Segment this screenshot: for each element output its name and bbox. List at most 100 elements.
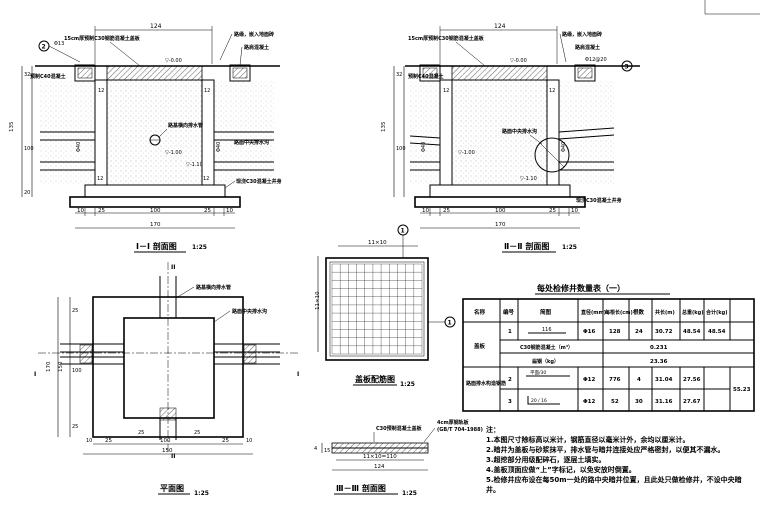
s2-dim-100: 100 [495, 208, 506, 214]
s2-pipe-phi2: Φ40 [561, 142, 567, 152]
s1-level-bot: ▽-1.10 [186, 162, 203, 168]
s1-label-road-block: 路肩混凝土 [244, 44, 269, 51]
plan-dim-10b: 10 [246, 438, 252, 444]
s1-level-mid: ▽-1.00 [165, 150, 182, 156]
s2-dim-32: 32 [396, 72, 402, 78]
table-h-no: 编号 [503, 308, 515, 316]
s2-level-top: ▽-0.00 [510, 58, 527, 64]
plan-dim-100: 100 [160, 438, 171, 444]
table-r1-sketch: 116 [542, 327, 552, 333]
plan-title: 平面图 [160, 484, 184, 493]
s2-label-cover: 15cm厚预制C30钢筋混凝土盖板 [408, 35, 485, 42]
s1-pipe-phi2: Φ40 [216, 142, 222, 152]
s2-level-mid: ▽-1.00 [458, 150, 475, 156]
plan-roman-right: I [297, 371, 299, 378]
cover-dim-left: 11×10 [315, 291, 321, 310]
s2-callout-number: 3 [625, 64, 629, 71]
s2-label-road-block: 路肩混凝土 [575, 44, 600, 51]
s3-dim-left2: 15 [324, 448, 330, 454]
s1-label-c40: 预制C40混凝土 [30, 73, 66, 80]
note-2: 2.暗井为盖板与砂浆抹平，排水管与暗井连接处应严格密封，以便其不漏水。 [486, 446, 725, 454]
s1-label-base: 现浇C30混凝土井身 [236, 178, 282, 185]
table-r3-dia: Φ12 [583, 399, 596, 405]
s2-dim-10a: 10 [422, 208, 429, 214]
notes-header: 注： [486, 426, 500, 434]
table-r3-weight: 27.67 [683, 399, 701, 405]
s2-dim-25a: 25 [443, 208, 450, 214]
s3-dim-left1: 4 [314, 446, 317, 452]
plan-label-center-drain: 路面中央排水沟 [232, 308, 267, 315]
s2-dim-12a: 12 [443, 88, 449, 94]
s3-dim-inner: 11×10=110 [363, 454, 397, 460]
plan-dim-25c: 25 [138, 430, 144, 436]
plan-dim-25a: 25 [105, 438, 112, 444]
table-r2-count: 4 [637, 377, 641, 383]
plan-dim-25v1: 25 [72, 308, 78, 314]
table-concrete-value: 0.231 [650, 345, 668, 351]
table-steel-label: 扁钢（kg） [531, 358, 559, 365]
plan-label-drain-pipe: 路基横向排水管 [196, 284, 231, 291]
s1-phi13: Φ13 [54, 41, 64, 47]
s1-dim-12b: 12 [204, 88, 210, 94]
table-group-drain: 路面排水构造钢筋 [466, 380, 506, 387]
table-r2-dia: Φ12 [583, 377, 596, 383]
s2-label-center-drain: 路面中央排水沟 [502, 128, 537, 135]
table-r3-count: 30 [635, 399, 643, 405]
s3-spec1: 4cm厚钢轨板 [437, 419, 470, 426]
quantity-table: 每处检修井数量表（一） 名称 编号 简图 直径(mm) 每根 [462, 283, 755, 412]
cover-title: 盖板配筋图 [355, 374, 395, 384]
table-r2-weight: 27.56 [683, 377, 701, 383]
s1-label-curb: 路缘，嵌入地面砖 [234, 31, 274, 38]
s3-dim-outer: 124 [374, 464, 385, 470]
note-3: 3.超挖部分用级配碎石，逐层土填实。 [486, 456, 606, 464]
s2-dim-top: 124 [494, 23, 506, 30]
s1-dim-32: 32 [24, 72, 30, 78]
table-r1-len: 128 [609, 329, 621, 335]
s1-level-top: ▽-0.00 [165, 58, 182, 64]
s1-dim-10a: 10 [77, 208, 84, 214]
note-5: 5.检修井应布设在每50m一处的路中央暗井位置，且此处只做检修井，不设中央暗井。 [486, 476, 742, 494]
table-h-dia: 直径(mm) [581, 309, 606, 316]
table-steel-value: 23.36 [650, 359, 668, 365]
plan-drawing: II II I I 25 100 25 150 10 10 25 25 [34, 262, 300, 460]
table-r3-len: 52 [611, 399, 619, 405]
table-r1-total: 30.72 [655, 329, 673, 335]
s1-label-cover: 15cm厚预制C30钢筋混凝土盖板 [64, 35, 141, 42]
s1-dim-top: 124 [150, 23, 162, 30]
s1-label-center-drain: 路面中央排水沟 [234, 139, 269, 146]
plan-dim-100v: 100 [72, 368, 82, 374]
s1-pipe-phi: Φ40 [76, 142, 82, 152]
s1-dim-100: 100 [150, 208, 161, 214]
table-r1-count: 24 [635, 329, 643, 335]
table-r2-sum: 55.23 [733, 387, 751, 393]
s1-dim-20: 20 [24, 190, 30, 196]
s3-scale: 1:25 [402, 490, 417, 497]
cover-scale: 1:25 [400, 381, 415, 388]
table-concrete-label: C30钢筋混凝土（m³） [520, 344, 573, 351]
table-h-sum: 合计(kg) [705, 309, 727, 316]
plan-dim-150: 150 [162, 448, 173, 454]
s1-dim-170: 170 [150, 222, 161, 228]
s1-dim-25a: 25 [98, 208, 105, 214]
s2-dim-12b: 12 [549, 88, 555, 94]
section-2-drawing: 124 10 25 100 25 10 170 [381, 23, 640, 229]
s2-dim-170: 170 [495, 222, 506, 228]
table-r3-sketch: 20 / 16 [531, 398, 547, 404]
table-h-name: 名称 [474, 308, 486, 316]
s3-title: Ⅲ－Ⅲ 剖面图 [336, 483, 386, 493]
plan-roman-left: I [34, 371, 36, 378]
table-h-weight: 总重(kg) [682, 309, 703, 316]
s2-label-c40: 预制C40混凝土 [408, 73, 444, 80]
table-r2-len: 776 [609, 377, 621, 383]
s1-dim-12a: 12 [98, 88, 104, 94]
s2-level-bot: ▽-1.10 [520, 176, 537, 182]
s2-dim-10b: 10 [571, 208, 578, 214]
cover-dim-top: 11×10 [368, 240, 387, 246]
s2-dim-100v: 100 [396, 146, 406, 152]
table-h-count: 根数 [633, 308, 645, 316]
s1-scale: 1:25 [192, 244, 207, 251]
plan-roman-bottom: II [171, 453, 175, 460]
table-r1-sum: 48.54 [708, 329, 726, 335]
cover-plan-drawing: 11×10 1 11×10 1 [315, 224, 456, 361]
